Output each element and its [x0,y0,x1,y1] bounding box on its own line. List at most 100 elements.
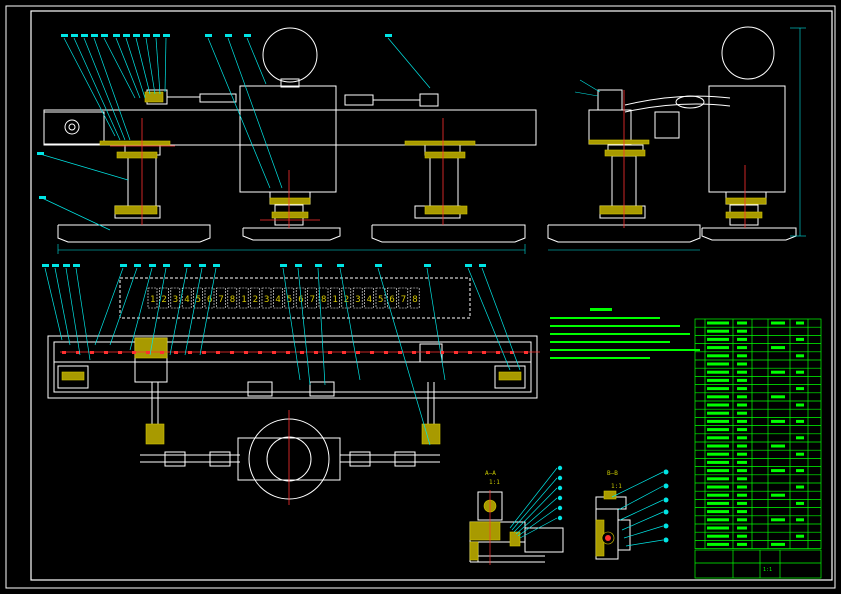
parts-cell-mark [737,395,747,399]
parts-cell-mark [707,501,729,505]
slider-cell [387,287,397,309]
parts-cell-mark [737,469,747,473]
bolt-dot [440,351,444,354]
bolt-dot [370,351,374,354]
bolt-dot [454,351,458,354]
parts-cell-mark [737,321,747,325]
callout-bubble [557,465,563,471]
slider-number: 4 [367,295,372,305]
slider-number: 5 [287,295,292,305]
bolt-dot [384,351,388,354]
parts-cell-mark [707,436,729,440]
callout-mark [113,34,120,37]
parts-cell-mark [737,428,747,432]
parts-cell-mark [707,452,729,456]
callout-mark [244,34,251,37]
parts-cell-mark [796,436,804,440]
bolt-dot [300,351,304,354]
section-b-label: B—B [607,470,618,477]
slider-number: 2 [253,295,258,305]
note-line-mark [550,317,660,319]
parts-cell-mark [796,501,804,505]
bolt-dot [468,351,472,354]
bolt-dot [482,351,486,354]
parts-cell-mark [707,477,729,481]
bolt-dot [104,351,108,354]
callout-mark [225,34,232,37]
parts-cell-mark [771,321,785,325]
slider-cell [295,287,306,309]
callout-bubble [557,475,563,481]
slider-cell [307,287,317,309]
parts-cell-mark [707,411,729,415]
slider-cell [341,287,352,309]
slider-number: 6 [298,295,303,305]
parts-cell-mark [737,403,747,407]
callout-bubble [557,495,563,501]
slider-number: 5 [196,295,201,305]
parts-cell-mark [707,329,729,333]
slider-number: 1 [332,295,337,305]
plan-main-frame [47,335,538,399]
parts-cell-mark [796,452,804,456]
parts-cell-mark [707,403,729,407]
parts-cell-mark [707,337,729,341]
parts-cell-mark [737,346,747,350]
slider-cell [318,287,329,309]
title-block [694,549,822,579]
bolt-dot [244,351,248,354]
parts-cell-mark [771,542,785,546]
parts-cell-mark [737,411,747,415]
parts-cell-mark [796,370,804,374]
parts-cell-mark [796,469,804,473]
callout-mark [385,34,392,37]
bolt-dot [524,351,528,354]
parts-cell-mark [737,419,747,423]
front-section-hatches [99,91,476,219]
slider-number: 7 [310,295,315,305]
parts-list-hatching [707,321,804,546]
slider-cell [364,287,374,309]
slider-cell [216,287,226,309]
parts-cell-mark [796,387,804,391]
callout-mark [149,264,156,267]
callout-bubble [663,469,669,475]
parts-cell-mark [771,444,785,448]
slider-cell [398,287,409,309]
section-b-scale: 1:1 [611,483,622,490]
notes-heading-mark [590,308,612,311]
callout-mark [71,34,78,37]
callout-bubble [663,509,669,515]
parts-cell-mark [737,378,747,382]
parts-cell-mark [771,493,785,497]
callout-mark [280,264,287,267]
callout-mark [465,264,472,267]
callout-mark [134,264,141,267]
front-callout-marks [37,34,392,199]
side-dimension-lines [548,27,806,251]
callout-mark [205,34,212,37]
section-a-a-view: A—A 1:1 [469,467,564,565]
slider-number: 6 [207,295,212,305]
parts-cell-mark [737,477,747,481]
callout-mark [91,34,98,37]
callout-mark [295,264,302,267]
plan-view [47,277,538,500]
note-line-mark [550,357,650,359]
note-line-mark [550,341,670,343]
bolt-dot [174,351,178,354]
bolt-dot [342,351,346,354]
bolt-dot [202,351,206,354]
slider-cell [352,287,363,309]
bolt-dot [510,351,514,354]
slider-cell [330,287,340,309]
parts-cell-mark [737,493,747,497]
callout-mark [375,264,382,267]
parts-list-table [694,318,822,549]
callout-mark [73,264,80,267]
parts-cell-mark [737,542,747,546]
section-a-scale: 1:1 [489,479,500,486]
parts-cell-mark [707,485,729,489]
inner-drawing-frame [30,10,833,581]
slider-number: 4 [275,295,280,305]
